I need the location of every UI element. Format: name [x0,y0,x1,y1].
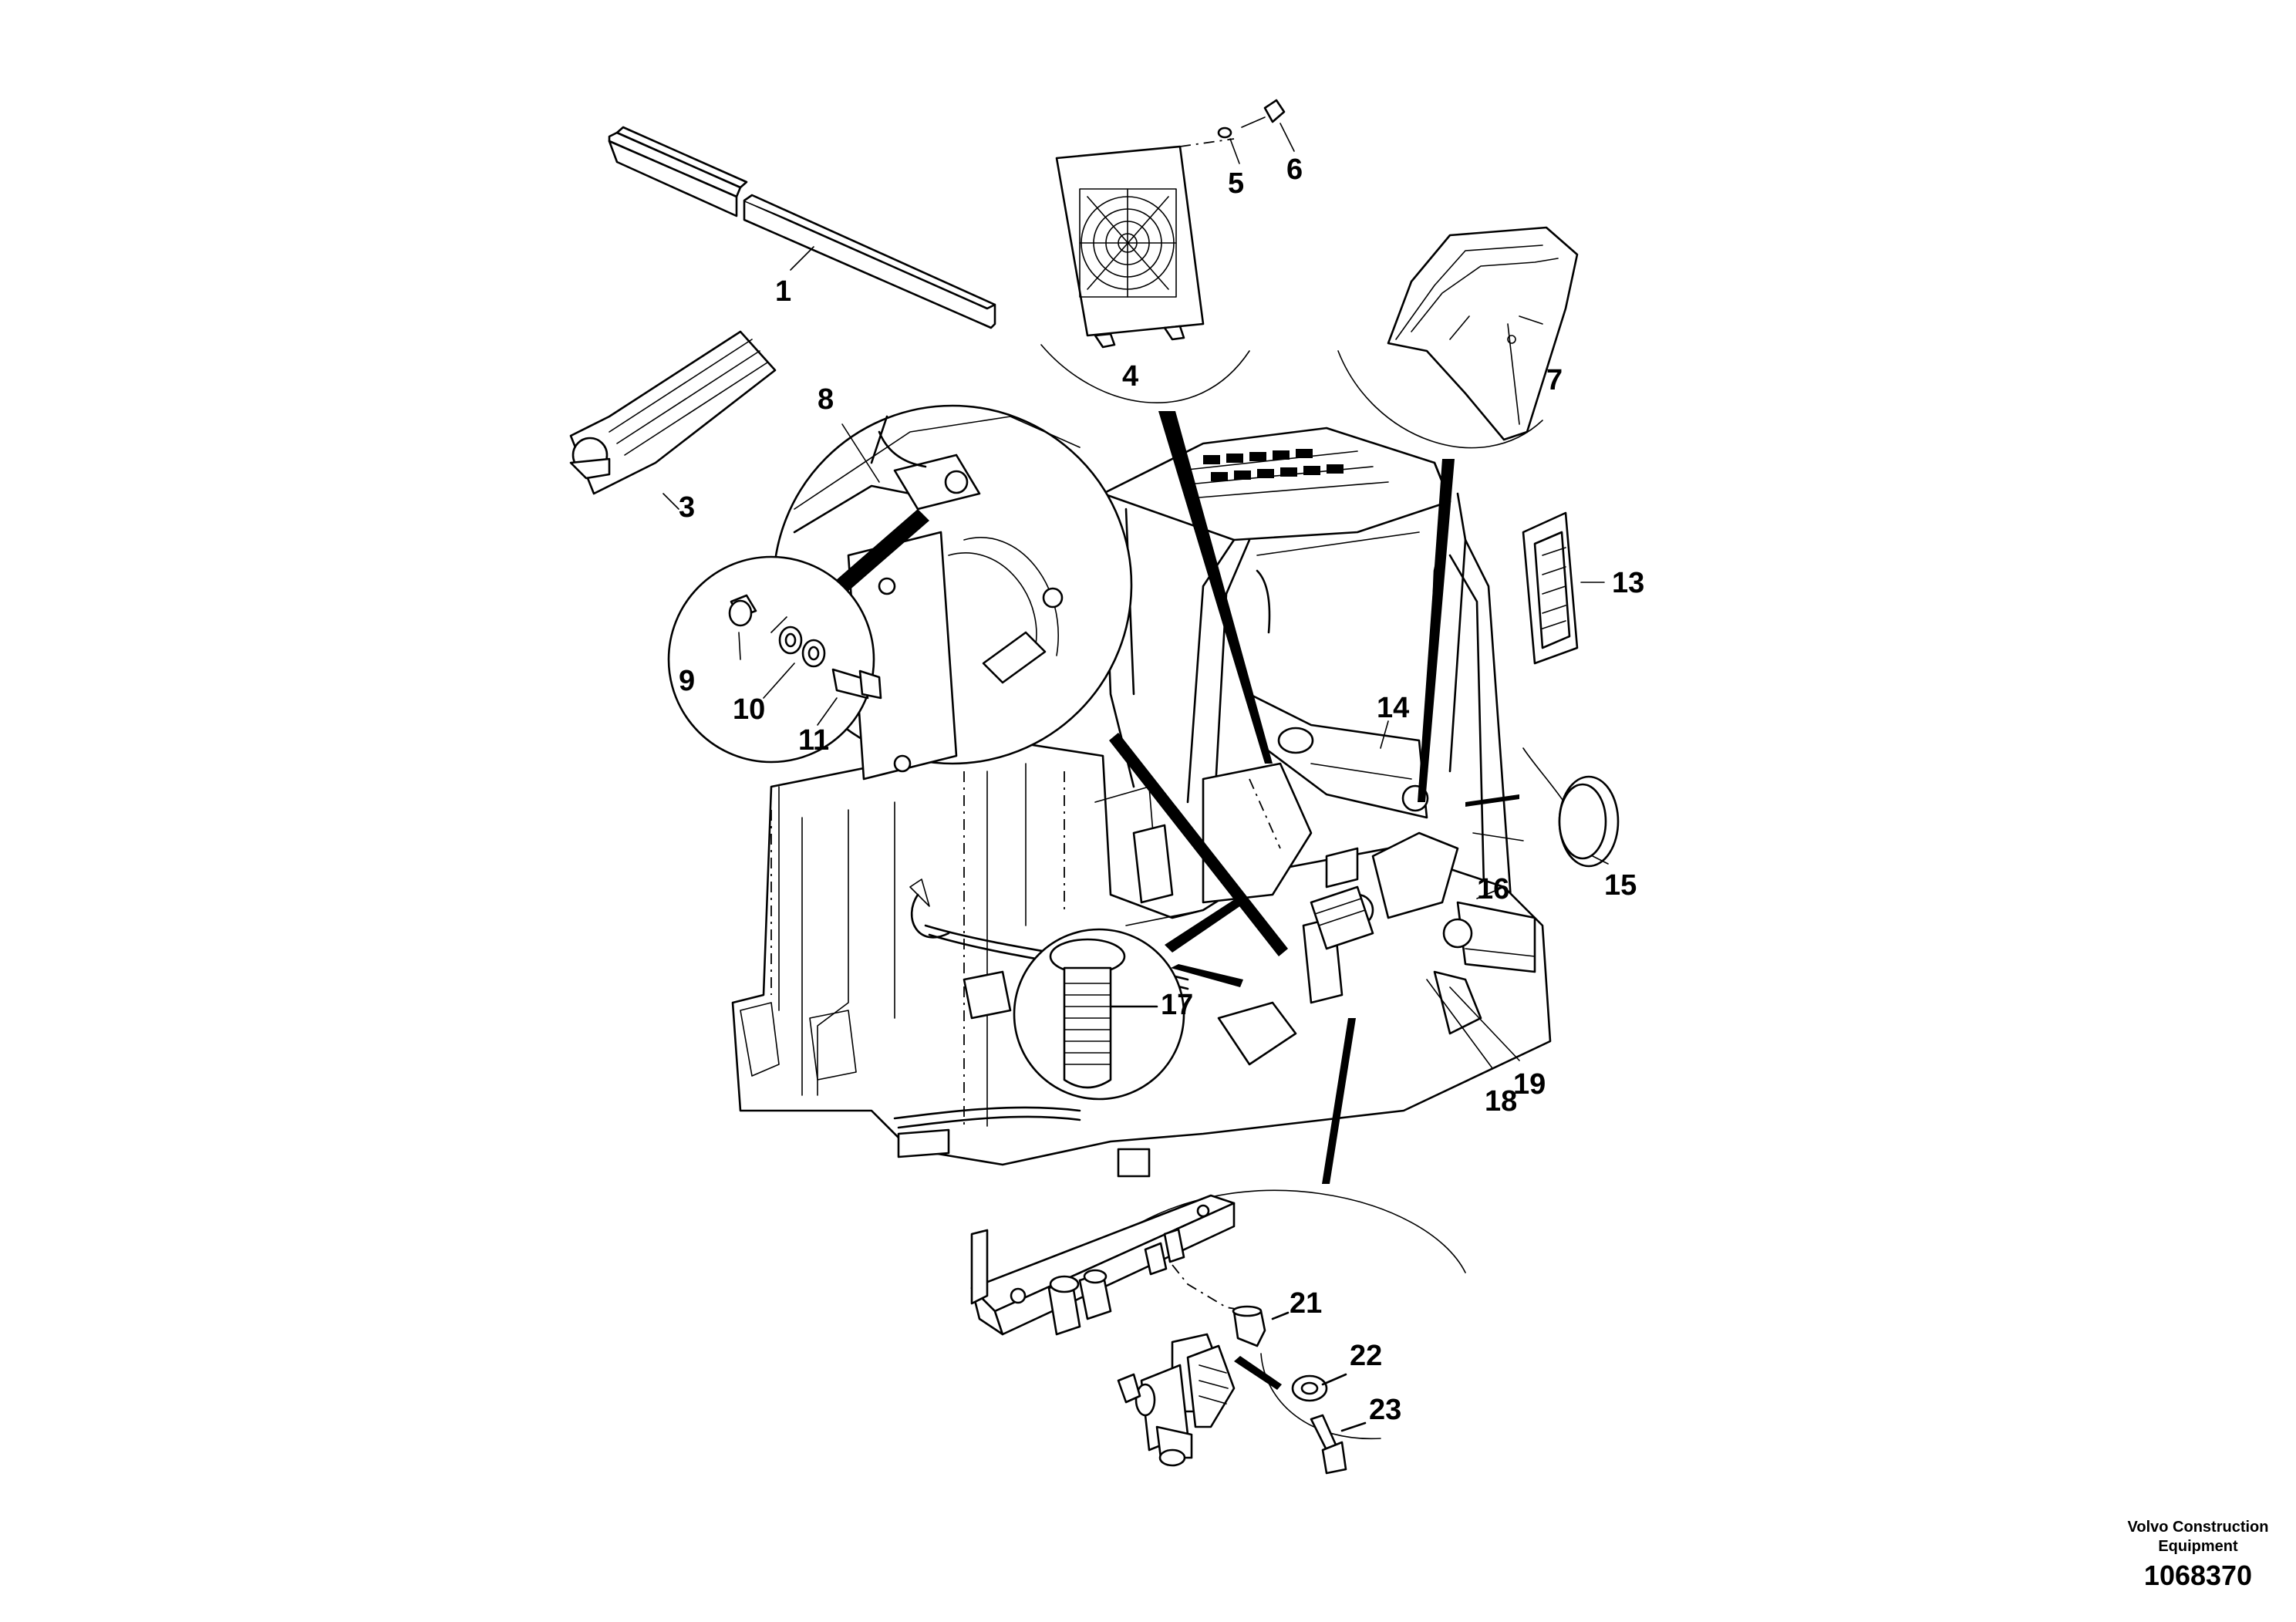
parts-16-17-18-fasteners [667,555,882,764]
callout-5: 13 [1612,567,1644,599]
company-name-line2: Equipment [2158,1538,2238,1555]
drawing-number: 1068370 [2143,1560,2253,1591]
company-name-line1: Volvo Construction [2127,1519,2269,1536]
part-10-fan-grille [1040,138,1273,764]
callout-23: 21 [1290,1287,1322,1320]
callout-19: 7 [1546,364,1563,396]
callout-6: 15 [1604,869,1637,902]
part-15-push-rivet [1013,895,1246,1101]
fan-grille-spokes [1079,188,1177,298]
callout-9: 3 [679,491,695,524]
callout-1: 19 [1513,1068,1546,1101]
callout-7: 18 [1485,1085,1517,1118]
callout-14: 22 [1350,1340,1382,1372]
part-5-switch [1522,511,1605,665]
callout-13: 23 [1369,1394,1401,1426]
callout-15: 17 [1161,989,1193,1021]
callout-11: 8 [818,383,834,416]
callout-4: 16 [1477,873,1509,905]
callout-3: 14 [1377,692,1409,724]
part-8-seal-strip [608,126,996,329]
callout-16: 10 [733,693,765,726]
lower-detail-23-13-14 [970,1018,1466,1475]
company-name: Volvo Construction Equipment [2082,1518,2296,1556]
callout-10: 4 [1122,360,1138,393]
roof-vent-slots [1203,449,1344,481]
part-6-round-vent [1465,747,1620,868]
callout-21: 6 [1286,153,1303,186]
part-19-air-duct [1337,226,1579,802]
callout-8: 1 [775,275,791,308]
callout-labels: 1 3 4 5 6 7 8 9 10 11 13 14 15 16 17 18 … [679,153,1644,1426]
part-9-profile-strip [569,330,777,510]
callout-17: 11 [798,724,829,757]
leader-lines [770,423,1520,1069]
parts-21-22-knob-washer [1217,99,1295,164]
callout-22: 5 [1228,167,1244,200]
callout-18: 9 [679,665,695,697]
